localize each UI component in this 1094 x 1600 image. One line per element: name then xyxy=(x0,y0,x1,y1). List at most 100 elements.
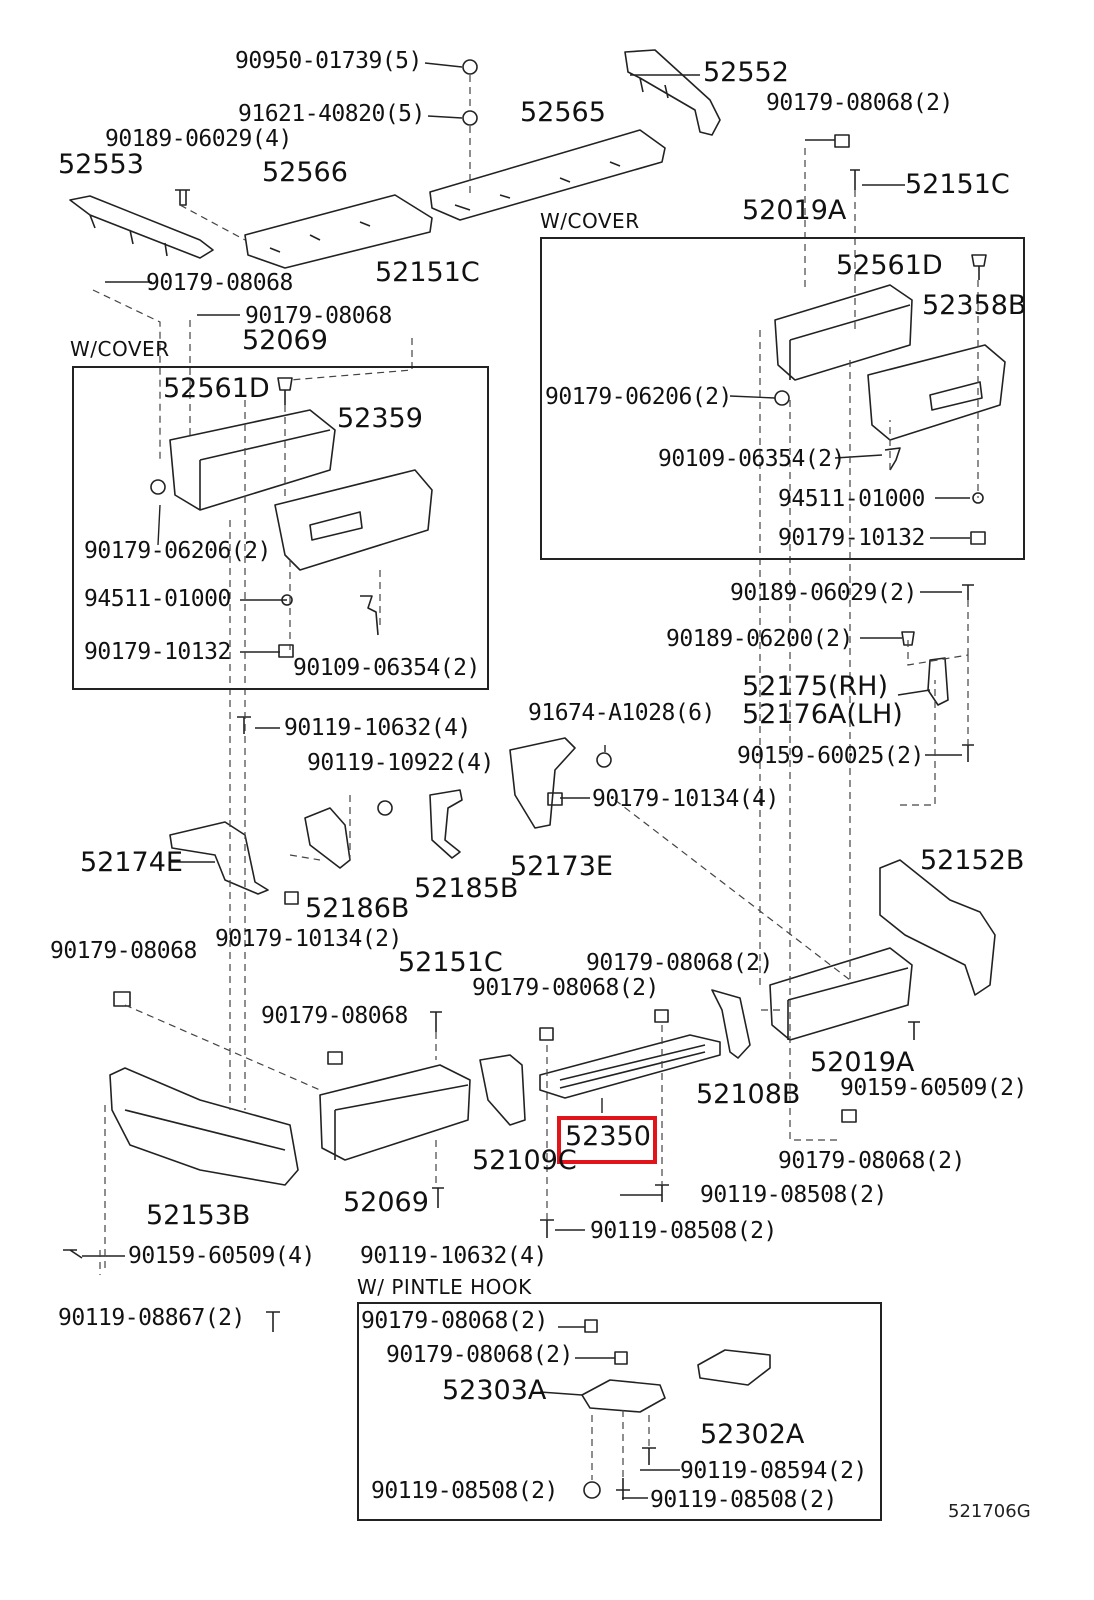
fastener-pin-90119-08508-a-drawing xyxy=(583,1481,601,1499)
label-90179-08068-a[interactable]: 90179-08068 xyxy=(146,270,293,296)
label-52175-rh[interactable]: 52175(RH) xyxy=(742,671,889,702)
label-52151C-mid[interactable]: 52151C xyxy=(375,257,480,288)
nut-90179-08068-c-drawing xyxy=(113,991,131,1007)
label-90189-06200-2[interactable]: 90189-06200(2) xyxy=(666,626,853,652)
bolt-pin-90119-08508-b-drawing xyxy=(616,1478,630,1500)
label-52069-low[interactable]: 52069 xyxy=(343,1187,429,1218)
part-52108B-drawing xyxy=(711,989,751,1059)
label-52174E[interactable]: 52174E xyxy=(80,847,183,878)
label-52019A-low[interactable]: 52019A xyxy=(810,1047,915,1078)
label-52552[interactable]: 52552 xyxy=(703,57,789,88)
label-90159-60509-2[interactable]: 90159-60509(2) xyxy=(840,1075,1027,1101)
label-90179-08068-2-low2[interactable]: 90179-08068(2) xyxy=(586,950,773,976)
label-90179-10134-4[interactable]: 90179-10134(4) xyxy=(592,786,779,812)
label-52173E[interactable]: 52173E xyxy=(510,851,613,882)
label-52566[interactable]: 52566 xyxy=(262,157,348,188)
label-52553[interactable]: 52553 xyxy=(58,149,144,180)
label-90119-10632-4-top[interactable]: 90119-10632(4) xyxy=(284,715,471,741)
label-90179-08068-b[interactable]: 90179-08068 xyxy=(245,303,392,329)
label-90119-10922[interactable]: 90119-10922(4) xyxy=(307,750,494,776)
label-90179-10132-right[interactable]: 90179-10132 xyxy=(778,525,925,551)
label-94511-01000-left[interactable]: 94511-01000 xyxy=(84,586,231,612)
label-90109-06354-right[interactable]: 90109-06354(2) xyxy=(658,446,845,472)
label-52153B[interactable]: 52153B xyxy=(146,1200,251,1231)
label-90179-06206-right[interactable]: 90179-06206(2) xyxy=(545,384,732,410)
label-91674-A1028[interactable]: 91674-A1028(6) xyxy=(528,700,715,726)
part-52185B-drawing xyxy=(429,789,463,859)
part-52565-drawing xyxy=(429,129,666,221)
label-90119-08594[interactable]: 90119-08594(2) xyxy=(680,1458,867,1484)
nut-90179-10132-right-drawing xyxy=(970,531,986,545)
label-52176A-lh[interactable]: 52176A(LH) xyxy=(742,699,903,730)
label-91621-40820[interactable]: 91621-40820(5) xyxy=(238,101,425,127)
label-90179-08068-2-low1[interactable]: 90179-08068(2) xyxy=(472,975,659,1001)
bolt-90189-06029-drawing xyxy=(175,189,190,206)
label-pin-90119-08508-b[interactable]: 90119-08508(2) xyxy=(650,1487,837,1513)
washer-94511-right-drawing xyxy=(972,492,984,504)
label-52359[interactable]: 52359 xyxy=(337,403,423,434)
w-cover-right-box xyxy=(540,237,1025,560)
bolt-52151C-top-drawing xyxy=(850,169,860,190)
label-90179-08068-d[interactable]: 90179-08068 xyxy=(261,1003,408,1029)
label-90119-08508-2-a[interactable]: 90119-08508(2) xyxy=(700,1182,887,1208)
label-90109-06354-left[interactable]: 90109-06354(2) xyxy=(293,655,480,681)
label-pin-90119-08508-a[interactable]: 90119-08508(2) xyxy=(371,1478,558,1504)
label-90119-10632-4-low[interactable]: 90119-10632(4) xyxy=(360,1243,547,1269)
nut-90179-08068-d-drawing xyxy=(327,1051,343,1065)
nut-pin-90179-a-drawing xyxy=(584,1319,598,1333)
label-52561D-left[interactable]: 52561D xyxy=(163,373,270,404)
nut-90179-08068-right-drawing xyxy=(841,1109,857,1123)
label-52302A[interactable]: 52302A xyxy=(700,1419,805,1450)
label-52185B[interactable]: 52185B xyxy=(414,873,519,904)
label-90179-06206-left[interactable]: 90179-06206(2) xyxy=(84,538,271,564)
label-90159-60509-4[interactable]: 90159-60509(4) xyxy=(128,1243,315,1269)
label-52108B[interactable]: 52108B xyxy=(696,1079,801,1110)
fastener-91621-drawing xyxy=(462,110,478,126)
bolt-90119-08508-b-drawing xyxy=(540,1219,554,1238)
bolt-90119-10632-top-drawing xyxy=(237,716,251,734)
nut-90179-06206-left-drawing xyxy=(150,479,166,495)
label-52151C-top[interactable]: 52151C xyxy=(905,169,1010,200)
label-90119-08867[interactable]: 90119-08867(2) xyxy=(58,1305,245,1331)
label-52565[interactable]: 52565 xyxy=(520,97,606,128)
part-52069-top-drawing xyxy=(169,409,336,511)
label-52152B[interactable]: 52152B xyxy=(920,845,1025,876)
group-label-cover-right: W/COVER xyxy=(540,209,640,233)
part-52019A-low-drawing xyxy=(769,947,913,1041)
nut-90179-10132-left-drawing xyxy=(278,644,294,658)
label-52151C-low[interactable]: 52151C xyxy=(398,947,503,978)
label-90950-01739[interactable]: 90950-01739(5) xyxy=(235,48,422,74)
label-52109C[interactable]: 52109C xyxy=(472,1145,577,1176)
bolt-90159-60509-4-drawing xyxy=(63,1249,83,1259)
fastener-90950-drawing xyxy=(462,59,478,75)
label-pin-90179-08068-b[interactable]: 90179-08068(2) xyxy=(386,1342,573,1368)
label-52358B[interactable]: 52358B xyxy=(922,290,1027,321)
bolt-90119-08508-a-drawing xyxy=(655,1184,669,1202)
diagram-code: 521706G xyxy=(948,1501,1031,1522)
fastener-90119-10922-drawing xyxy=(377,800,393,816)
label-90179-08068-2-right[interactable]: 90179-08068(2) xyxy=(778,1148,965,1174)
label-90179-08068-c[interactable]: 90179-08068 xyxy=(50,938,197,964)
label-90179-10134-2[interactable]: 90179-10134(2) xyxy=(215,926,402,952)
label-52186B[interactable]: 52186B xyxy=(305,893,410,924)
label-90179-10132-left[interactable]: 90179-10132 xyxy=(84,639,231,665)
label-52350[interactable]: 52350 xyxy=(565,1121,651,1152)
label-90159-60025[interactable]: 90159-60025(2) xyxy=(737,743,924,769)
label-94511-01000-right[interactable]: 94511-01000 xyxy=(778,486,925,512)
label-90179-08068-2-top[interactable]: 90179-08068(2) xyxy=(766,90,953,116)
label-52019A-top[interactable]: 52019A xyxy=(742,195,847,226)
part-52173E-drawing xyxy=(509,737,576,829)
label-90189-06029-4[interactable]: 90189-06029(4) xyxy=(105,126,292,152)
label-90189-06029-2[interactable]: 90189-06029(2) xyxy=(730,580,917,606)
label-52069-top[interactable]: 52069 xyxy=(242,325,328,356)
label-pin-90179-08068-a[interactable]: 90179-08068(2) xyxy=(361,1308,548,1334)
label-52303A[interactable]: 52303A xyxy=(442,1375,547,1406)
bolt-90119-08867-drawing xyxy=(266,1311,280,1332)
w-cover-left-box xyxy=(72,366,489,690)
bolt-90119-10632-low-drawing xyxy=(432,1187,444,1208)
nut-90179-08068-2-low2-drawing xyxy=(654,1009,669,1023)
label-90119-08508-2-b[interactable]: 90119-08508(2) xyxy=(590,1218,777,1244)
bolt-90189-06029-2-drawing xyxy=(962,584,974,600)
label-52561D-right[interactable]: 52561D xyxy=(836,250,943,281)
